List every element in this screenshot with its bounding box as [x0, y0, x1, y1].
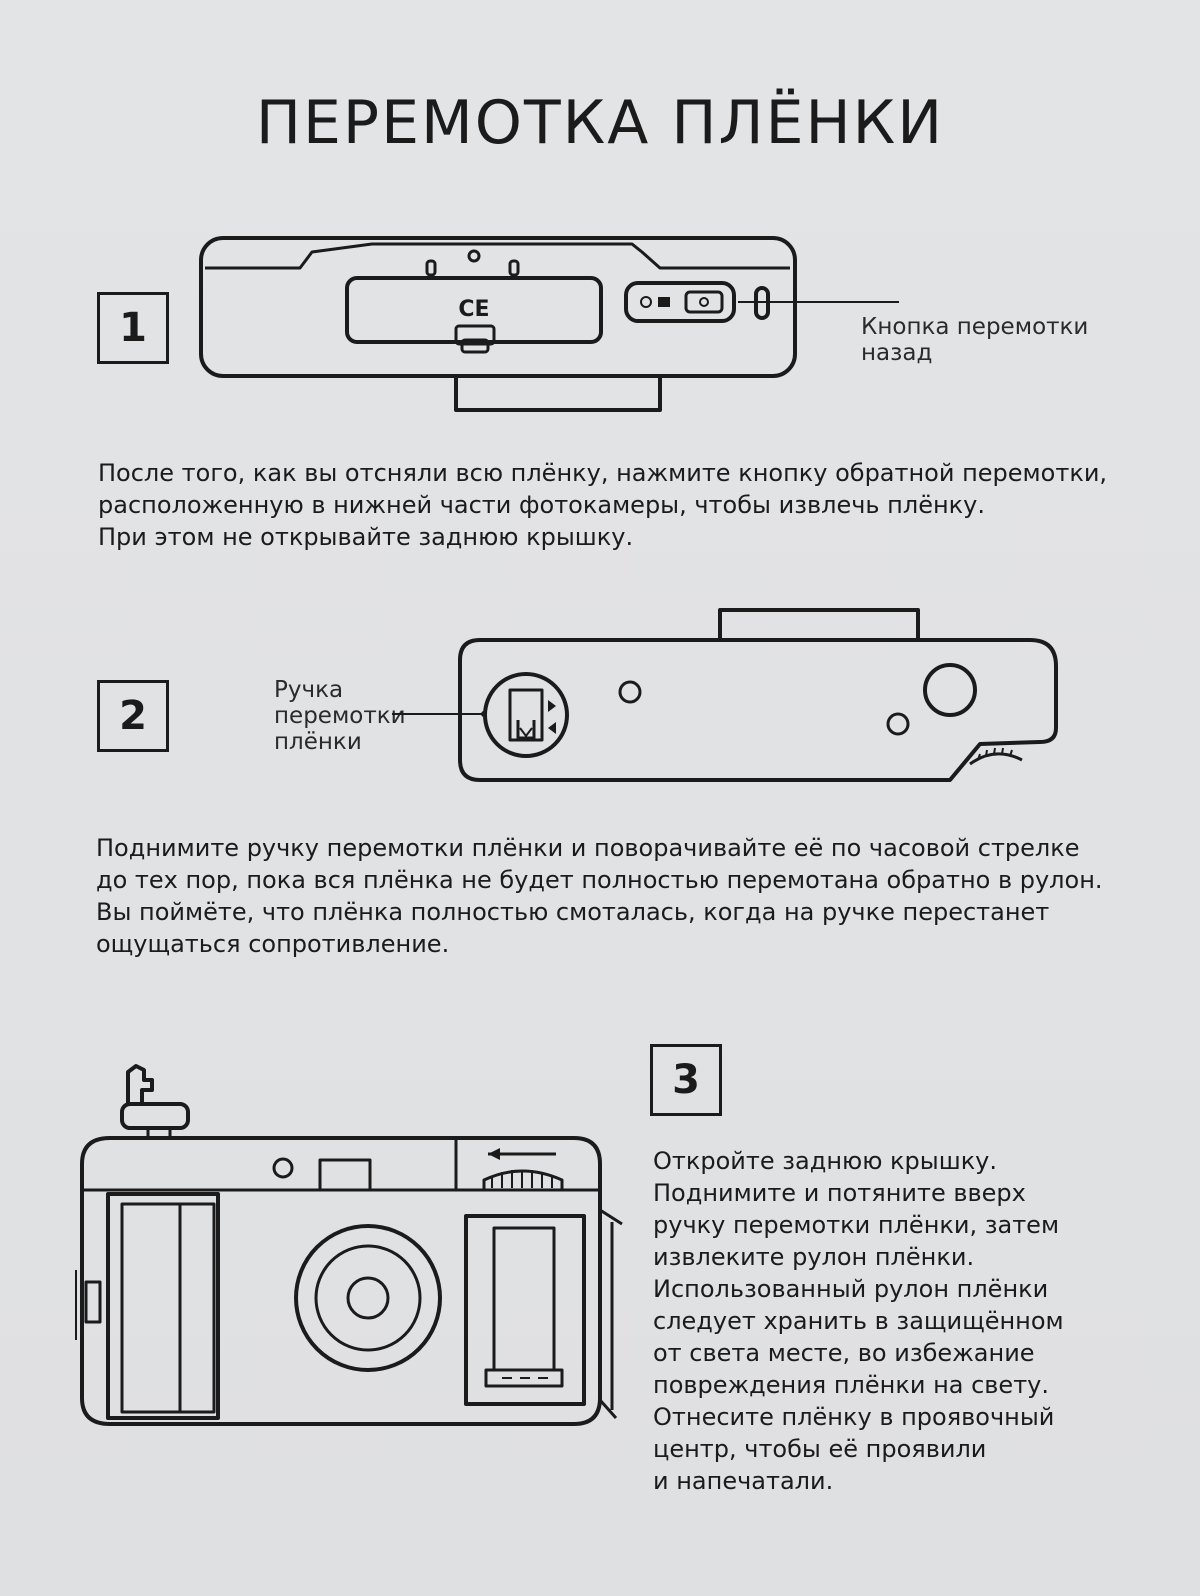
text-line: до тех пор, пока вся плёнка не будет пол… [96, 866, 1103, 894]
step-1-number-box: 1 [97, 292, 169, 364]
step-1-text: После того, как вы отсняли всю плёнку, н… [98, 457, 1107, 553]
text-line: Использованный рулон плёнки [653, 1275, 1049, 1303]
callout-line: назад [861, 340, 933, 366]
text-line: Вы поймёте, что плёнка полностью смотала… [96, 898, 1050, 926]
text-line: Поднимите ручку перемотки плёнки и повор… [96, 834, 1080, 862]
ce-mark: CE [458, 297, 489, 322]
step-2-number-box: 2 [97, 680, 169, 752]
step-2-text: Поднимите ручку перемотки плёнки и повор… [96, 832, 1103, 960]
step-3-number: 3 [672, 1057, 700, 1103]
text-line: После того, как вы отсняли всю плёнку, н… [98, 459, 1108, 487]
text-line: от света месте, во избежание [653, 1339, 1035, 1367]
step-2-number: 2 [119, 693, 147, 739]
step-3-number-box: 3 [650, 1044, 722, 1116]
rewind-crank-callout: Ручка перемотки плёнки [274, 677, 406, 755]
step-3-text: Откройте заднюю крышку. Поднимите и потя… [653, 1145, 1064, 1497]
text-line: расположенную в нижней части фотокамеры,… [98, 491, 985, 519]
text-line: Отнесите плёнку в проявочный [653, 1403, 1055, 1431]
text-line: Откройте заднюю крышку. [653, 1147, 998, 1175]
callout-line: перемотки [274, 703, 406, 729]
text-line: следует хранить в защищённом [653, 1307, 1064, 1335]
page-title: ПЕРЕМОТКА ПЛЁНКИ [255, 88, 945, 158]
callout-line: Кнопка перемотки [861, 314, 1089, 340]
text-line: повреждения плёнки на свету. [653, 1371, 1050, 1399]
text-line: ручку перемотки плёнки, затем [653, 1211, 1060, 1239]
rewind-button-callout: Кнопка перемотки назад [861, 314, 1088, 366]
text-line: Поднимите и потяните вверх [653, 1179, 1026, 1207]
text-line: ощущаться сопротивление. [96, 930, 450, 958]
text-line: При этом не открывайте заднюю крышку. [98, 523, 634, 551]
callout-line: плёнки [274, 729, 362, 755]
text-line: и напечатали. [653, 1467, 834, 1495]
step-1-number: 1 [119, 305, 147, 351]
callout-line: Ручка [274, 677, 344, 703]
text-line: извлеките рулон плёнки. [653, 1243, 975, 1271]
text-line: центр, чтобы её проявили [653, 1435, 987, 1463]
